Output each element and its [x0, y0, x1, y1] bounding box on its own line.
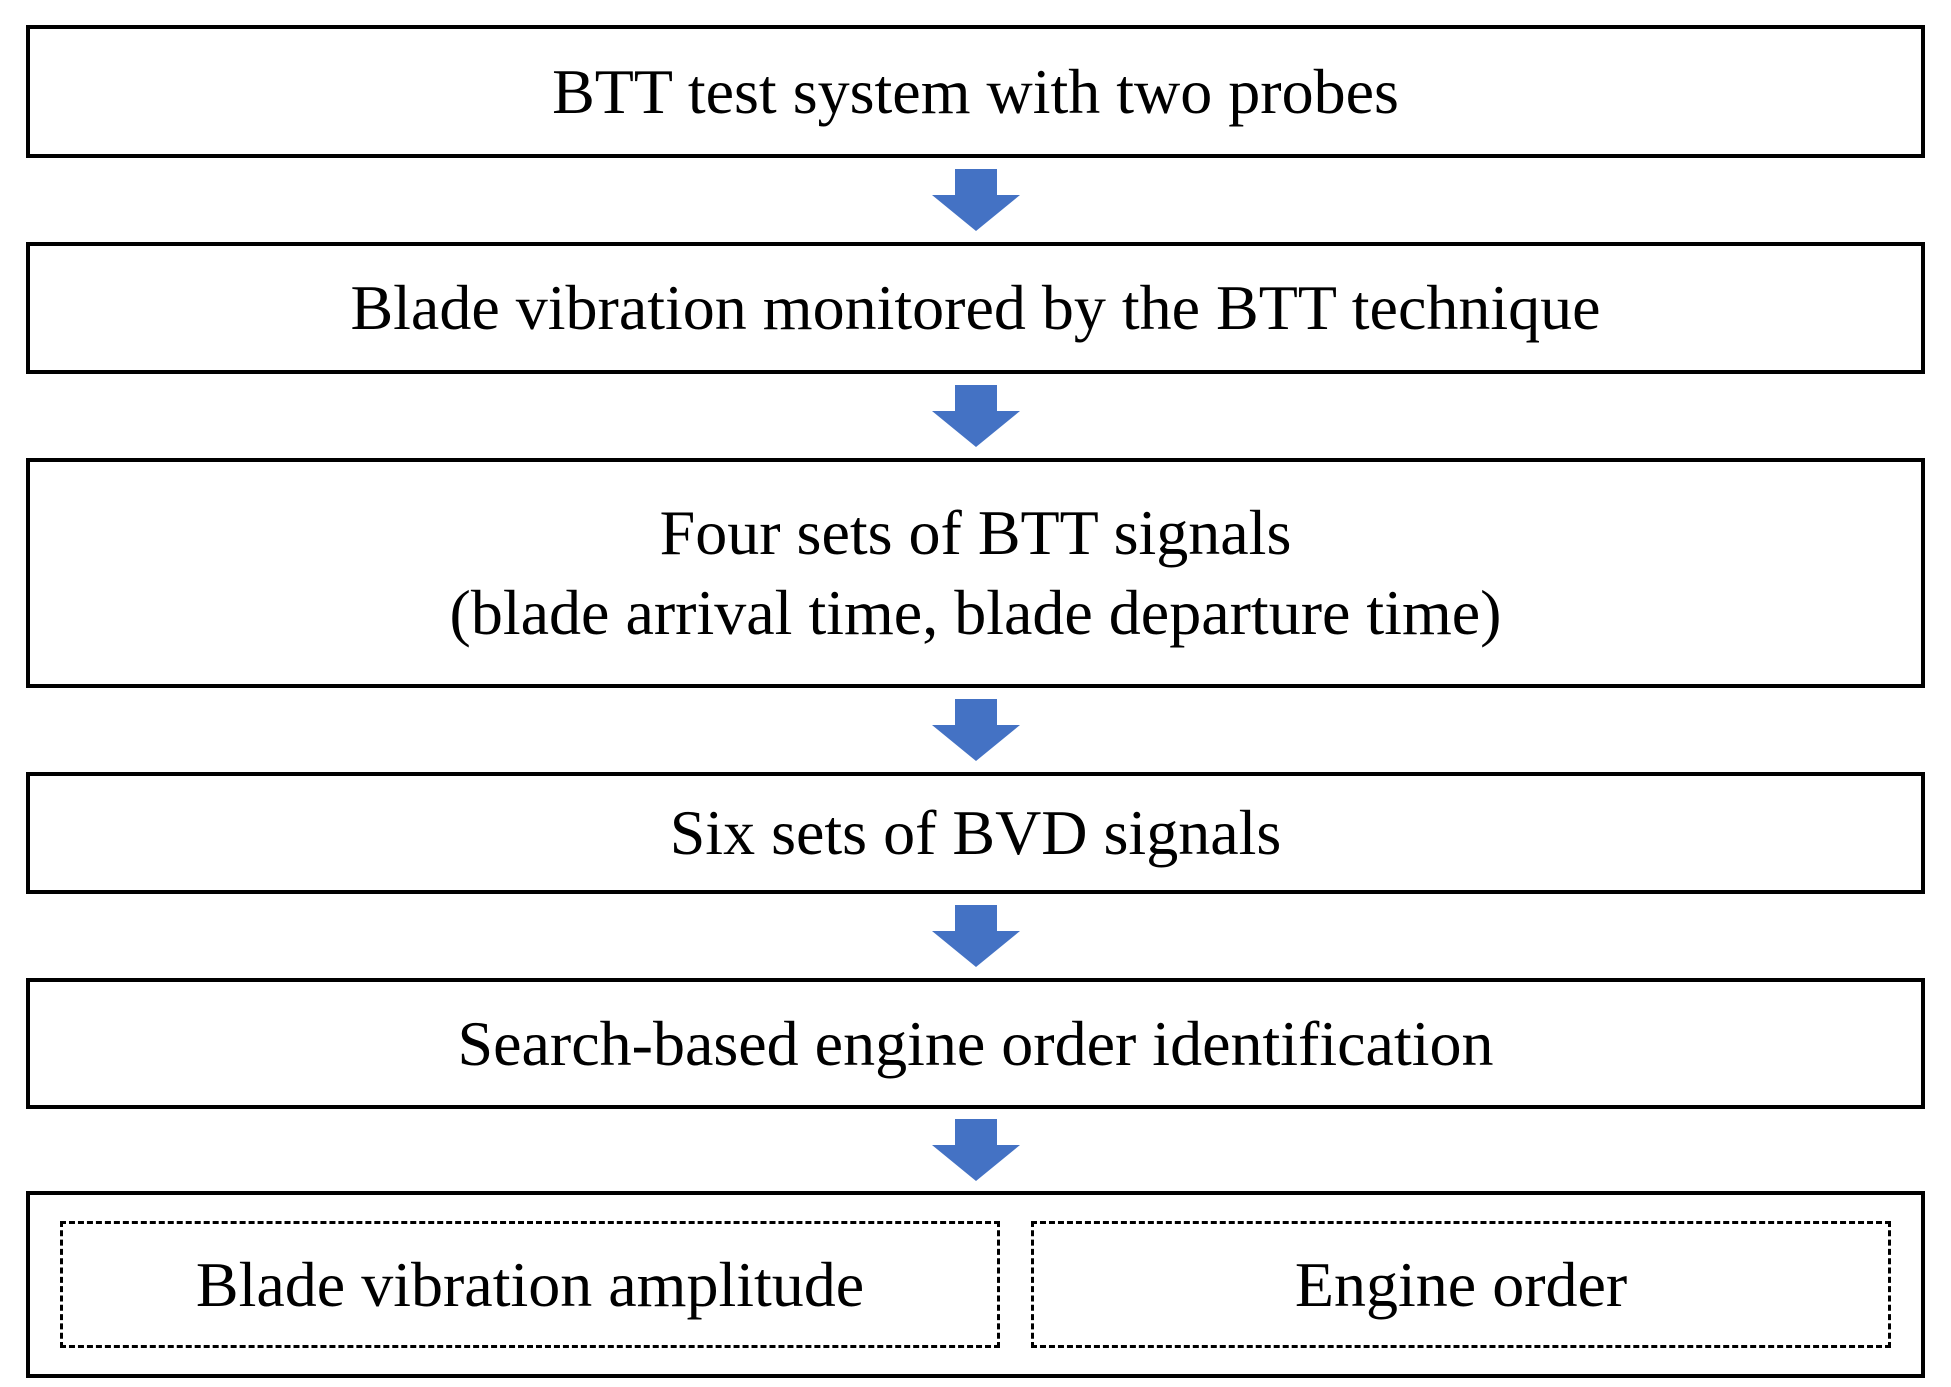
down-arrow-icon — [931, 169, 1020, 231]
down-arrow-icon — [931, 699, 1020, 761]
arrow-row-4 — [26, 894, 1925, 978]
flow-step-label: Search-based engine order identification — [457, 1007, 1494, 1079]
flow-step-blade-vibration-monitored: Blade vibration monitored by the BTT tec… — [26, 242, 1925, 374]
output-blade-vibration-amplitude: Blade vibration amplitude — [60, 1221, 1001, 1348]
flow-step-label-line1: Four sets of BTT signals — [659, 497, 1292, 568]
flow-step-search-based-engine-order: Search-based engine order identification — [26, 978, 1925, 1109]
flow-step-btt-test-system: BTT test system with two probes — [26, 25, 1925, 158]
flow-step-label-line2: (blade arrival time, blade departure tim… — [449, 577, 1502, 648]
flow-step-label: Six sets of BVD signals — [669, 797, 1282, 868]
arrow-row-5 — [26, 1109, 1925, 1191]
flow-step-six-sets-bvd-signals: Six sets of BVD signals — [26, 772, 1925, 894]
arrow-row-2 — [26, 374, 1925, 458]
flow-outputs-box: Blade vibration amplitude Engine order — [26, 1191, 1925, 1378]
output-label: Engine order — [1294, 1248, 1628, 1320]
output-label: Blade vibration amplitude — [195, 1248, 865, 1320]
flow-step-label: BTT test system with two probes — [552, 55, 1399, 127]
flow-step-label: Blade vibration monitored by the BTT tec… — [350, 272, 1601, 343]
down-arrow-icon — [931, 385, 1020, 447]
arrow-row-3 — [26, 688, 1925, 772]
flow-step-four-sets-btt-signals: Four sets of BTT signals (blade arrival … — [26, 458, 1925, 688]
arrow-row-1 — [26, 158, 1925, 242]
output-engine-order: Engine order — [1031, 1221, 1891, 1348]
down-arrow-icon — [931, 905, 1020, 967]
down-arrow-icon — [931, 1119, 1020, 1181]
